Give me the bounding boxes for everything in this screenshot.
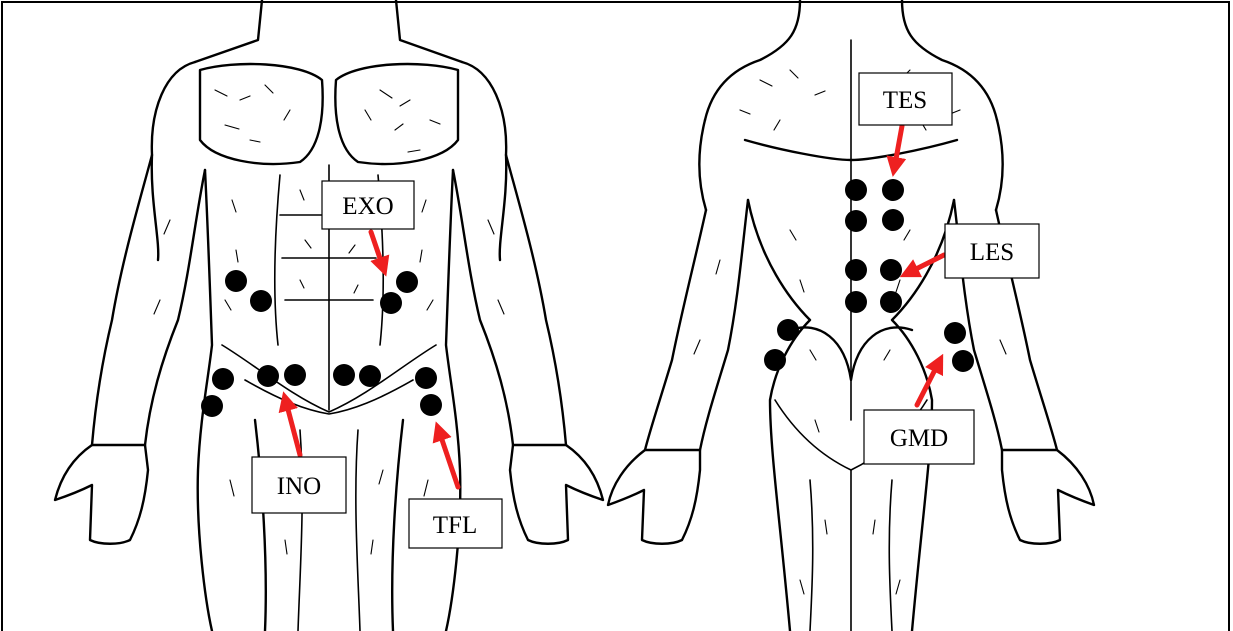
electrode (201, 395, 223, 417)
electrode (882, 179, 904, 201)
electrode (880, 259, 902, 281)
label-les: LES (945, 224, 1039, 278)
electrode (257, 365, 279, 387)
electrode (764, 349, 786, 371)
label-les-text: LES (970, 239, 1014, 266)
electrode (882, 209, 904, 231)
electrode (225, 270, 247, 292)
electrode (420, 394, 442, 416)
label-exo: EXO (322, 181, 414, 229)
electrode (359, 365, 381, 387)
electrode (845, 179, 867, 201)
electrode (880, 291, 902, 313)
electrode (845, 291, 867, 313)
electrode (777, 319, 799, 341)
label-ino-text: INO (277, 473, 321, 500)
electrode (380, 292, 402, 314)
label-tfl-text: TFL (433, 512, 477, 539)
label-ino: INO (252, 457, 346, 513)
tfl-arrow (438, 428, 458, 487)
back-body-figure (608, 0, 1094, 631)
electrode (952, 350, 974, 372)
electrode (333, 364, 355, 386)
electrode (212, 368, 234, 390)
electrode (944, 322, 966, 344)
front-electrodes (201, 270, 442, 417)
label-exo-text: EXO (342, 193, 393, 220)
electrode (284, 364, 306, 386)
back-electrodes (764, 179, 974, 372)
electrode (396, 271, 418, 293)
electrode (845, 259, 867, 281)
label-gmd-text: GMD (890, 425, 948, 452)
tes-arrow (894, 126, 902, 170)
gmd-arrow (917, 360, 940, 405)
electrode (845, 210, 867, 232)
label-tes-text: TES (883, 87, 927, 114)
label-tfl: TFL (409, 499, 502, 548)
les-arrow (906, 255, 944, 274)
electrode (250, 290, 272, 312)
label-tes: TES (859, 73, 952, 125)
ino-arrow (285, 398, 300, 455)
label-gmd: GMD (864, 410, 974, 464)
front-body-figure (55, 0, 603, 631)
electrode (415, 367, 437, 389)
